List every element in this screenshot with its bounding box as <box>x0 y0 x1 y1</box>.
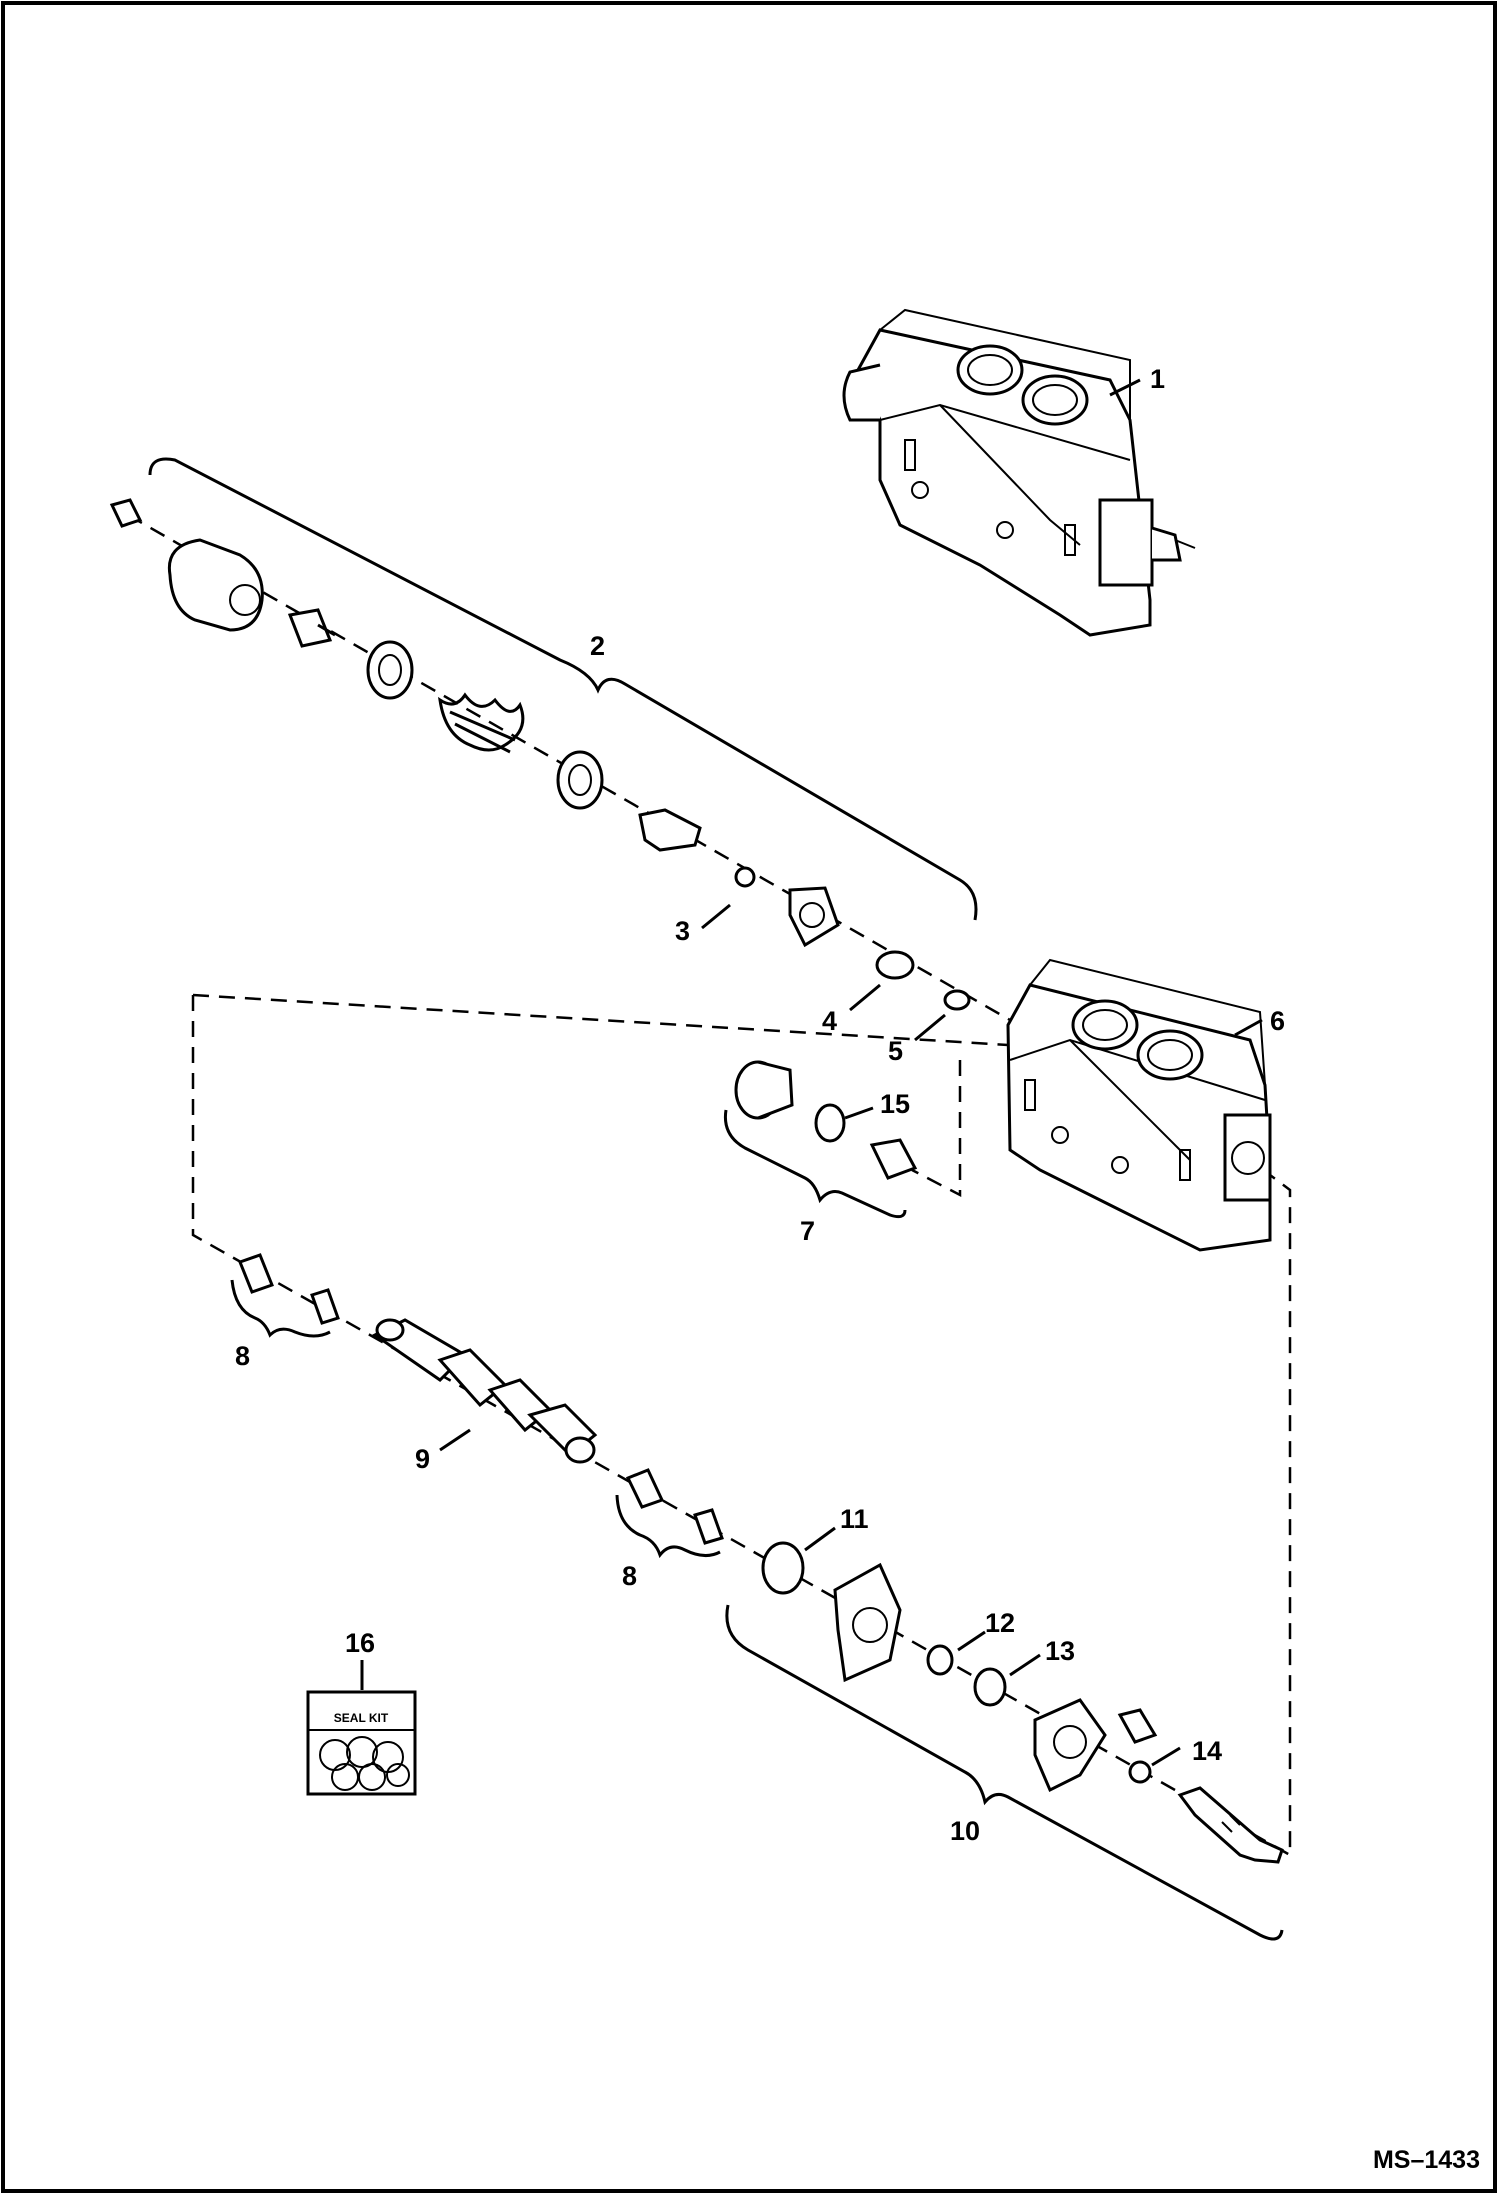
drawing-code: MS–1433 <box>1373 2146 1480 2174</box>
part-7-relief-assembly <box>734 1060 918 1180</box>
callout-14: 14 <box>1192 1736 1222 1766</box>
callout-4: 4 <box>822 1006 837 1036</box>
leader-12 <box>957 1630 986 1652</box>
part-2-spring-assembly <box>109 498 971 1011</box>
callout-12: 12 <box>985 1608 1015 1638</box>
leader-1 <box>1109 378 1141 397</box>
callout-7: 7 <box>800 1216 815 1246</box>
brace-2 <box>148 457 978 921</box>
callout-3: 3 <box>675 916 690 946</box>
part-9-spool <box>372 1318 598 1464</box>
callout-8-right: 8 <box>622 1561 637 1591</box>
callout-16: 16 <box>345 1628 375 1658</box>
leader-13 <box>1009 1653 1041 1677</box>
callout-15: 15 <box>880 1089 910 1119</box>
part-8-detent-plugs-right <box>625 1468 724 1545</box>
leader-3 <box>701 903 731 930</box>
leader-15 <box>844 1106 874 1120</box>
seal-kit-label: SEAL KIT <box>334 1711 389 1725</box>
axis-7 <box>911 1060 962 1198</box>
callout-8-left: 8 <box>235 1341 250 1371</box>
leader-4 <box>849 983 881 1012</box>
leader-6 <box>1234 1018 1263 1037</box>
callout-6: 6 <box>1270 1006 1285 1036</box>
seal-kit-icon: SEAL KIT <box>306 1690 417 1796</box>
callout-5: 5 <box>888 1036 903 1066</box>
assembly-frame-outline <box>191 995 1292 1858</box>
part-10-spool-end-assembly <box>761 1541 1284 1864</box>
brace-8-right <box>615 1494 721 1559</box>
leader-14 <box>1151 1746 1181 1767</box>
part-8-detent-plugs-left <box>238 1253 340 1325</box>
part-1-valve-section <box>842 308 1196 637</box>
brace-10 <box>725 1604 1284 1941</box>
callout-9: 9 <box>415 1444 430 1474</box>
brace-8-left <box>230 1279 331 1338</box>
callout-1: 1 <box>1150 364 1165 394</box>
callout-10: 10 <box>950 1816 980 1846</box>
leader-9 <box>439 1428 471 1452</box>
callout-11: 11 <box>840 1504 869 1534</box>
leader-5 <box>914 1013 946 1042</box>
part-6-valve-section <box>1006 958 1272 1252</box>
top-frame-edge <box>192 993 1009 1047</box>
callout-2: 2 <box>590 631 605 661</box>
brace-7 <box>723 1109 907 1219</box>
leader-11 <box>804 1526 836 1552</box>
callout-13: 13 <box>1045 1636 1075 1666</box>
